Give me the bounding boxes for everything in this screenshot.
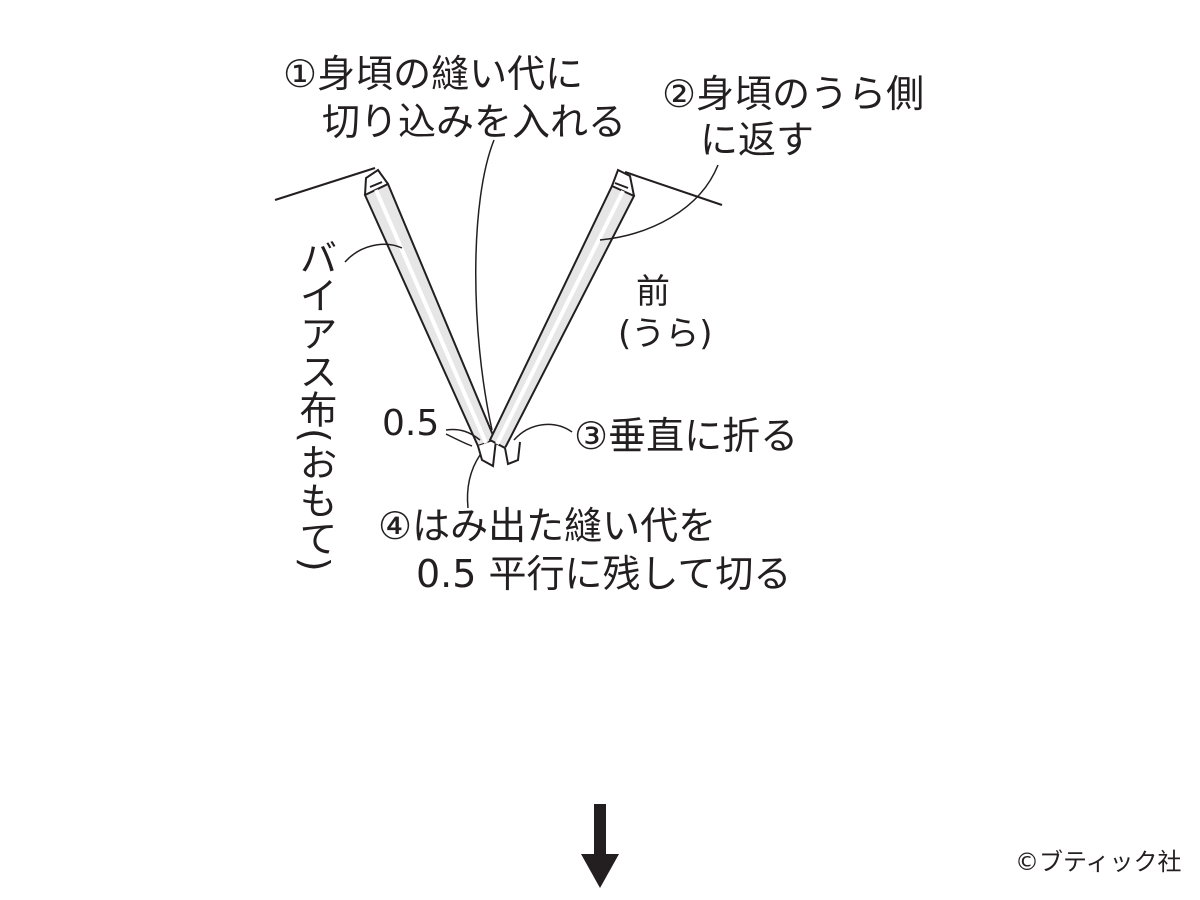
leader-step3 [513,423,573,441]
leader-05b [445,433,473,447]
neckline-left-edge [274,167,376,201]
bias-cloth-label: バイアス布(おもて) [293,238,337,572]
front-label-line2: (うら) [618,314,713,354]
right-bias-strip [488,168,636,466]
leader-step1 [475,139,495,431]
step2-label-line2: に返す [700,118,815,162]
leader-05 [445,428,481,441]
step1-label-line2: 切り込みを入れる [322,100,627,144]
step2-label-line1: ②身頃のうら側 [662,72,925,116]
copyright-label: ©ブティック社 [1015,848,1182,876]
step4-label-line2: 0.5 平行に残して切る [416,552,792,596]
front-label-line1: 前 [636,272,670,312]
measure-05-label: 0.5 [382,403,440,444]
step1-label-line1: ①身頃の縫い代に [283,52,584,96]
step3-label: ③垂直に折る [574,414,799,458]
down-arrow-icon [581,804,619,888]
leader-bias [344,243,403,263]
left-bias-strip [363,168,497,468]
leader-step4 [466,454,481,509]
neckline-right-edge [624,171,723,206]
leader-step2 [599,164,719,241]
step4-label-line1: ④はみ出た縫い代を [378,504,717,548]
